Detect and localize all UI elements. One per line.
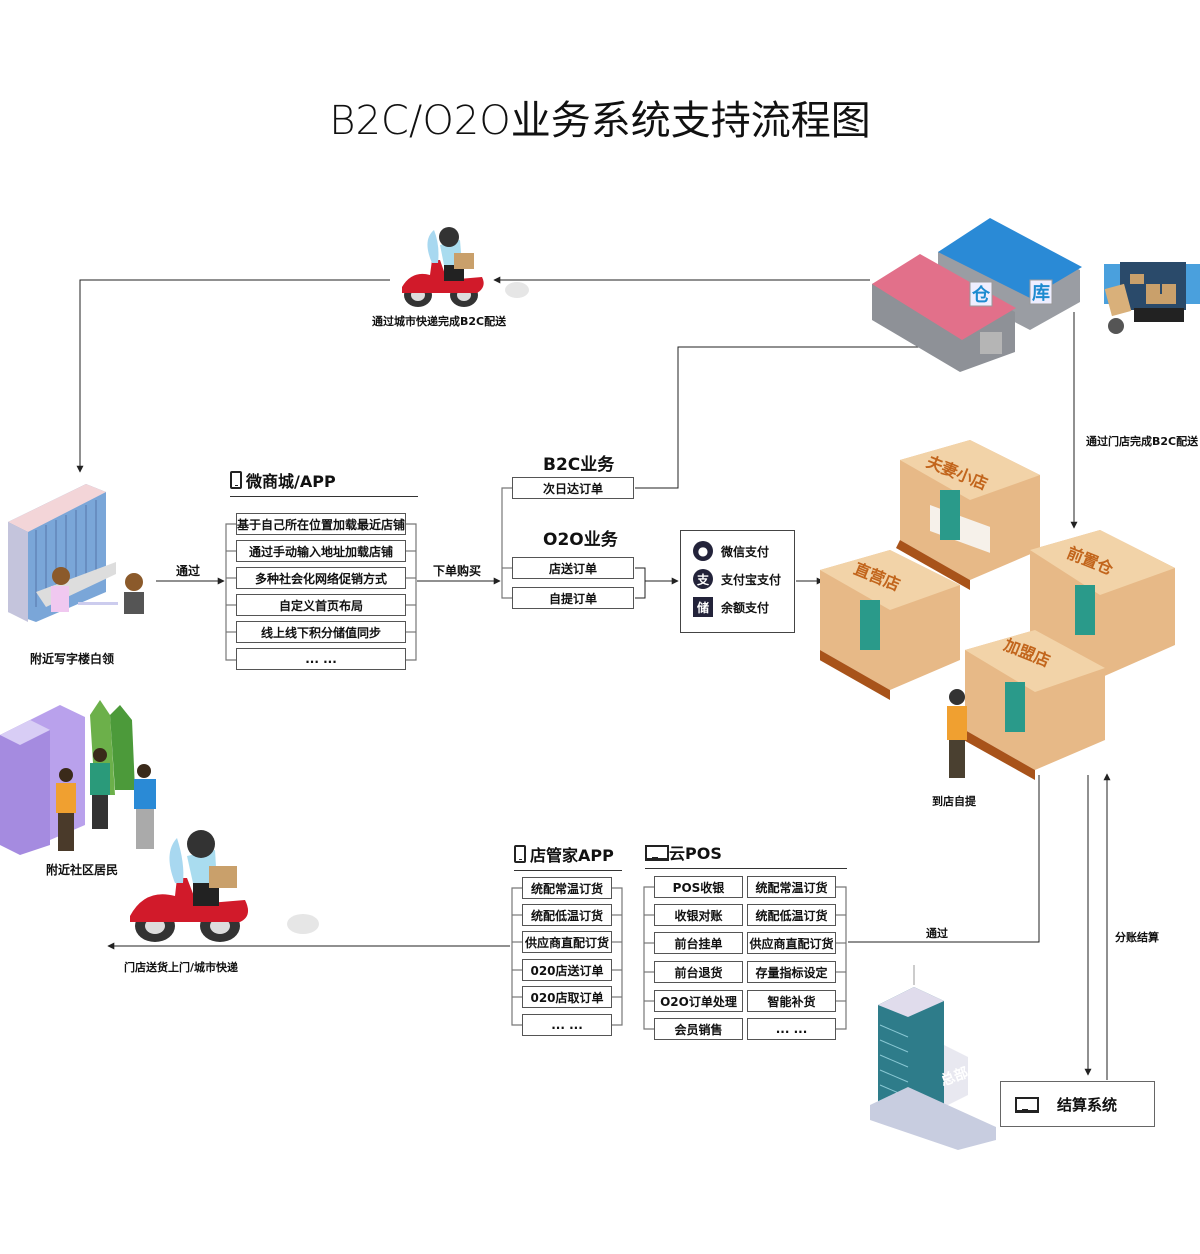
store-app-item[interactable]: 020店送订单 — [522, 959, 612, 981]
mall-feature-item[interactable]: ... ... — [236, 648, 406, 670]
stores-illustration: 夫妻小店 直营店 前置仓 加盟店 — [820, 440, 1175, 780]
label-pickup: 到店自提 — [932, 795, 976, 808]
pos-item[interactable]: 统配低温订货 — [747, 904, 836, 926]
cloud-pos-title: 云POS — [669, 844, 722, 863]
payment-label: 微信支付 — [721, 544, 770, 559]
store-app-item[interactable]: ... ... — [522, 1014, 612, 1036]
mall-section-header: 微商城/APP — [230, 468, 418, 497]
pos-item[interactable]: 智能补货 — [747, 990, 836, 1012]
store-app-item[interactable]: 统配低温订货 — [522, 904, 612, 926]
courier-scooter-illustration — [402, 227, 529, 307]
label-office-workers: 附近写字楼白领 — [30, 652, 115, 666]
pos-item[interactable]: ... ... — [747, 1018, 836, 1040]
pos-item[interactable]: 存量指标设定 — [747, 961, 836, 983]
pos-item[interactable]: 供应商直配订货 — [747, 932, 836, 954]
mall-title: 微商城/APP — [246, 472, 336, 491]
monitor-icon — [645, 845, 669, 861]
label-order-buy: 下单购买 — [433, 564, 482, 578]
balance-icon: 储 — [693, 597, 713, 617]
phone-icon — [514, 845, 526, 863]
label-via-left: 通过 — [176, 564, 201, 578]
label-home-delivery: 门店送货上门/城市快递 — [124, 961, 239, 974]
label-courier-b2c: 通过城市快递完成B2C配送 — [372, 315, 507, 328]
payment-methods: ● 微信支付 支 支付宝支付 储 余额支付 — [680, 530, 795, 633]
mall-feature-item[interactable]: 自定义首页布局 — [236, 594, 406, 616]
cloud-pos-section-header: 云POS — [645, 840, 847, 869]
payment-alipay[interactable]: 支 支付宝支付 — [681, 565, 794, 593]
settlement-label: 结算系统 — [1057, 1095, 1118, 1114]
warehouse-sign-left: 仓 — [971, 284, 991, 306]
store-direct: 直营店 — [820, 550, 960, 700]
page-title: B2C/O2O业务系统支持流程图 — [329, 98, 871, 144]
mall-feature-item[interactable]: 线上线下积分储值同步 — [236, 621, 406, 643]
wechat-pay-icon: ● — [693, 541, 713, 561]
alipay-icon: 支 — [693, 569, 713, 589]
headquarters-illustration: 总部 — [870, 965, 996, 1150]
b2c-title: B2C业务 — [543, 455, 615, 475]
pos-item[interactable]: 前台挂单 — [654, 932, 743, 954]
monitor-icon — [1015, 1097, 1039, 1113]
truck-illustration — [1104, 262, 1200, 334]
store-app-section-header: 店管家APP — [514, 842, 622, 871]
b2c-next-day-order[interactable]: 次日达订单 — [512, 477, 634, 499]
label-split-settlement: 分账结算 — [1115, 931, 1159, 944]
store-app-item[interactable]: 统配常温订货 — [522, 877, 612, 899]
label-community-residents: 附近社区居民 — [46, 863, 119, 877]
warehouse-illustration: 库 仓 — [872, 218, 1082, 372]
mall-feature-item[interactable]: 基于自己所在位置加载最近店铺 — [236, 513, 406, 535]
store-franchise: 加盟店 — [960, 630, 1105, 780]
payment-wechat[interactable]: ● 微信支付 — [681, 537, 794, 565]
payment-label: 支付宝支付 — [721, 572, 782, 587]
pos-item[interactable]: POS收银 — [654, 876, 743, 898]
pos-item[interactable]: O2O订单处理 — [654, 990, 743, 1012]
store-app-title: 店管家APP — [530, 846, 614, 865]
pos-item[interactable]: 前台退货 — [654, 961, 743, 983]
line-courier-to-office — [76, 279, 390, 473]
office-building-illustration — [8, 484, 144, 622]
label-store-b2c-delivery: 通过门店完成B2C配送 — [1086, 435, 1199, 448]
pos-item[interactable]: 收银对账 — [654, 904, 743, 926]
pos-item[interactable]: 统配常温订货 — [747, 876, 836, 898]
mall-feature-item[interactable]: 通过手动输入地址加载店铺 — [236, 540, 406, 562]
o2o-self-pickup-order[interactable]: 自提订单 — [512, 587, 634, 609]
store-app-item[interactable]: 020店取订单 — [522, 986, 612, 1008]
warehouse-sign-right: 库 — [1032, 282, 1050, 304]
o2o-store-delivery-order[interactable]: 店送订单 — [512, 557, 634, 579]
store-mom-and-pop: 夫妻小店 — [896, 440, 1040, 590]
store-app-item[interactable]: 供应商直配订货 — [522, 931, 612, 953]
mall-feature-item[interactable]: 多种社会化网络促销方式 — [236, 567, 406, 589]
community-residents-illustration — [0, 700, 156, 855]
person-pickup — [947, 689, 967, 778]
delivery-scooter-illustration — [130, 830, 319, 942]
payment-balance[interactable]: 储 余额支付 — [681, 593, 794, 621]
phone-icon — [230, 471, 242, 489]
settlement-system-box[interactable]: 结算系统 — [1000, 1081, 1155, 1127]
payment-label: 余额支付 — [721, 600, 770, 615]
o2o-title: O2O业务 — [543, 530, 618, 550]
pos-item[interactable]: 会员销售 — [654, 1018, 743, 1040]
label-via-bottom: 通过 — [926, 927, 948, 940]
